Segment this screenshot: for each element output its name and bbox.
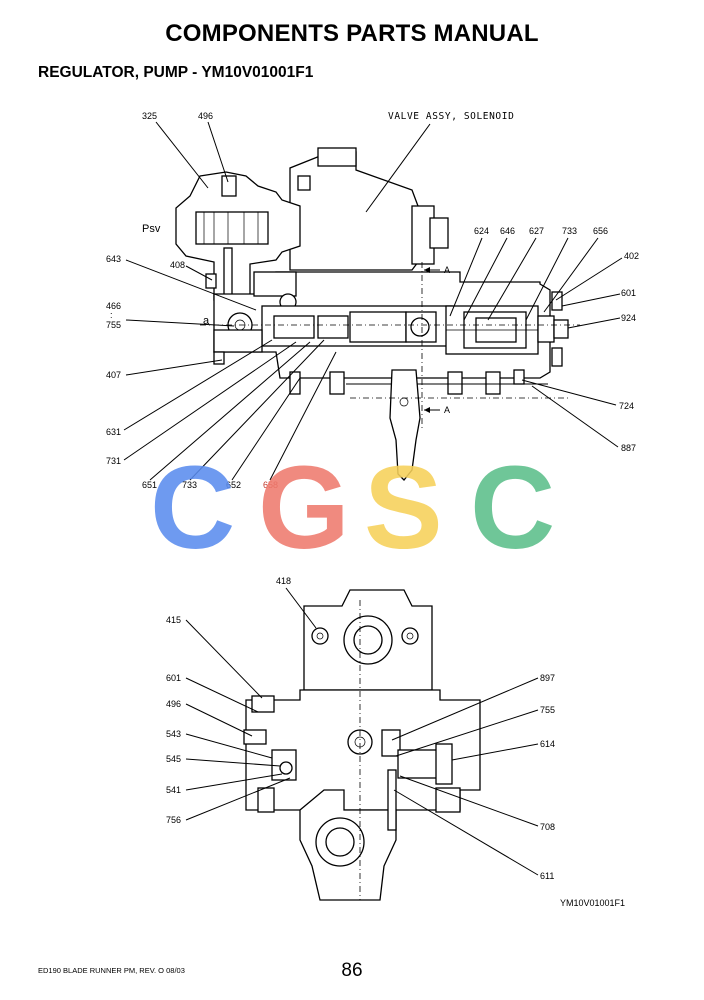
- callout-601-top: 601: [621, 288, 636, 298]
- callout-611: 611: [540, 871, 554, 881]
- label-valve-assy-solenoid: VALVE ASSY, SOLENOID: [388, 111, 514, 122]
- callout-543: 543: [166, 729, 181, 739]
- callout-646: 646: [500, 226, 515, 236]
- callout-651: 651: [142, 480, 157, 490]
- watermark-letter-c2: C: [470, 442, 555, 574]
- callout-755-bottom: 755: [540, 705, 555, 715]
- callout-418: 418: [276, 576, 291, 586]
- callout-614: 614: [540, 739, 555, 749]
- callout-652: 652: [226, 480, 241, 490]
- page-number: 86: [341, 960, 363, 981]
- callout-708: 708: [540, 822, 555, 832]
- callout-724: 724: [619, 401, 634, 411]
- callout-545: 545: [166, 754, 181, 764]
- watermark-letter-s: S: [364, 442, 443, 574]
- bottom-leader-lines: [185, 587, 539, 876]
- page-title: COMPONENTS PARTS MANUAL: [165, 20, 539, 47]
- callout-656: 656: [593, 226, 608, 236]
- cgsc-watermark: C G S C: [150, 442, 555, 574]
- callout-756: 756: [166, 815, 181, 825]
- callout-631: 631: [106, 427, 121, 437]
- callout-924: 924: [621, 313, 636, 323]
- callout-325: 325: [142, 111, 157, 121]
- bottom-assembly-drawing: [243, 589, 481, 901]
- footer-revision: ED190 BLADE RUNNER PM, REV. O 08/03: [38, 966, 185, 975]
- callout-624: 624: [474, 226, 489, 236]
- callout-643: 643: [106, 254, 121, 264]
- label-port-a: a: [203, 315, 210, 327]
- top-assembly-drawing: [175, 147, 580, 481]
- callout-733: 733: [562, 226, 577, 236]
- section-a-bottom: A: [444, 405, 450, 415]
- callout-897: 897: [540, 673, 555, 683]
- callout-496-bottom: 496: [166, 699, 181, 709]
- watermark-letter-c1: C: [150, 442, 235, 574]
- label-psv: Psv: [142, 223, 161, 235]
- callout-466: 466: [106, 301, 121, 311]
- callout-496: 496: [198, 111, 213, 121]
- drawing-number: YM10V01001F1: [560, 898, 625, 908]
- callout-733-lower: 733: [182, 480, 197, 490]
- page-subtitle: REGULATOR, PUMP - YM10V01001F1: [38, 64, 314, 81]
- callout-731: 731: [106, 456, 121, 466]
- callout-601-bottom: 601: [166, 673, 181, 683]
- bottom-callout-labels: 418 415 601 496 543 545 541 756 897 755 …: [166, 576, 625, 908]
- top-callout-labels: 325 496 VALVE ASSY, SOLENOID Psv 643 408…: [106, 111, 639, 490]
- callout-887: 887: [621, 443, 636, 453]
- callout-627: 627: [529, 226, 544, 236]
- callout-402: 402: [624, 251, 639, 261]
- callout-541: 541: [166, 785, 181, 795]
- callout-415: 415: [166, 615, 181, 625]
- top-leader-lines: [123, 121, 623, 481]
- watermark-letter-g: G: [258, 442, 350, 574]
- section-a-top: A: [444, 265, 450, 275]
- callout-407: 407: [106, 370, 121, 380]
- svg-text::: :: [110, 310, 113, 320]
- callout-755: 755: [106, 320, 121, 330]
- callout-658: 658: [263, 480, 278, 490]
- callout-408: 408: [170, 260, 185, 270]
